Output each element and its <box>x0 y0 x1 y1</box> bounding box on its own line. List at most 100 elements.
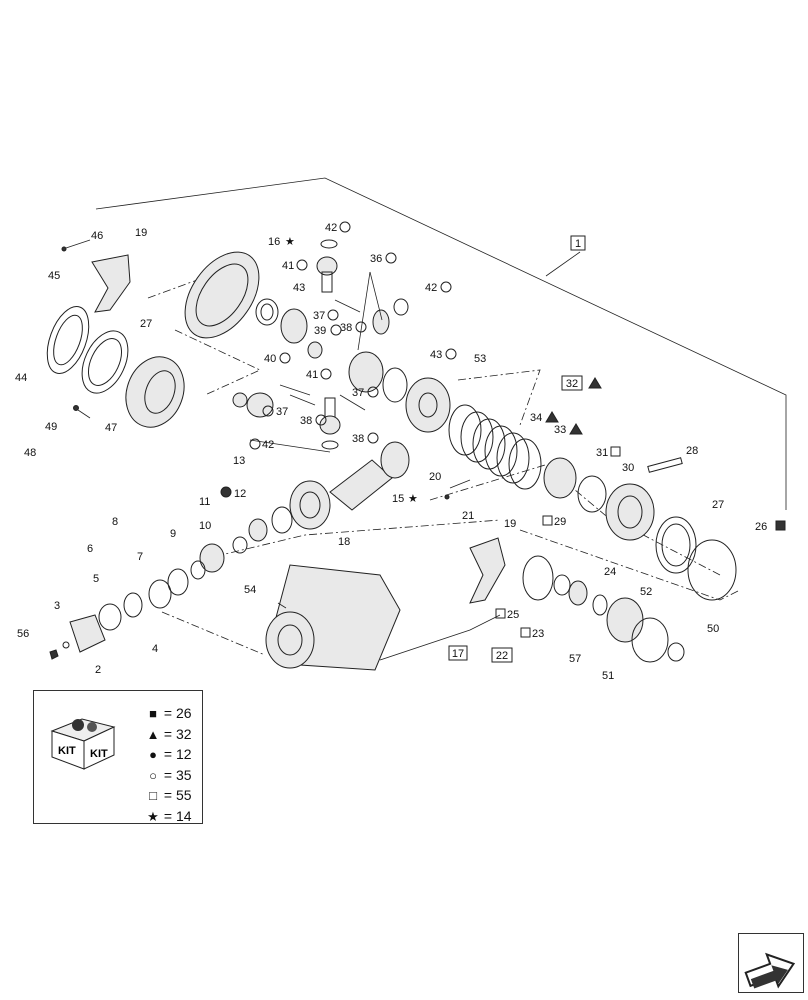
callout-42-a[interactable]: 42 <box>325 221 351 234</box>
callout-37-a[interactable]: 37 <box>313 309 339 322</box>
callout-29[interactable]: 29 <box>542 515 566 528</box>
callout-10[interactable]: 10 <box>199 520 211 532</box>
callout-9[interactable]: 9 <box>170 528 176 540</box>
callout-22[interactable]: 22 <box>491 647 513 663</box>
callout-5[interactable]: 5 <box>93 573 99 585</box>
svg-text:42: 42 <box>262 439 274 451</box>
callout-48[interactable]: 48 <box>24 447 36 459</box>
callouts: 1 2 3 4 5 6 7 8 9 10 11 12 13 15 ★ 16 ★ … <box>15 221 786 682</box>
callout-36[interactable]: 36 <box>370 252 397 265</box>
legend-list: ■ = 26 ▲ = 32 ● = 12 ○ = 35 □ = 55 ★ = 1… <box>146 703 192 826</box>
callout-44[interactable]: 44 <box>15 372 27 384</box>
callout-43-b[interactable]: 43 <box>430 348 457 361</box>
callout-38-c[interactable]: 38 <box>352 432 379 445</box>
svg-text:38: 38 <box>352 433 364 445</box>
callout-12[interactable]: 12 <box>220 486 246 500</box>
callout-11[interactable]: 11 <box>199 496 210 508</box>
callout-20[interactable]: 20 <box>429 471 441 483</box>
legend-item: ★ = 14 <box>146 806 191 827</box>
navigation-arrow-button[interactable] <box>738 933 804 993</box>
callout-45[interactable]: 45 <box>48 270 60 282</box>
callout-42-b[interactable]: 42 <box>425 281 452 294</box>
callout-3[interactable]: 3 <box>54 600 60 612</box>
callout-33[interactable]: 33 <box>554 423 583 436</box>
flange-57 <box>606 597 644 643</box>
callout-38-a[interactable]: 38 <box>340 321 367 334</box>
legend-item: ■ = 26 <box>146 703 191 724</box>
svg-text:43: 43 <box>430 349 442 361</box>
callout-24[interactable]: 24 <box>604 566 616 578</box>
callout-37-b[interactable]: 37 <box>262 405 288 418</box>
svg-text:23: 23 <box>532 628 544 640</box>
bearing-24 <box>568 580 588 606</box>
callout-15[interactable]: 15 <box>392 493 404 505</box>
callout-47[interactable]: 47 <box>105 422 117 434</box>
callout-49[interactable]: 49 <box>45 421 57 433</box>
callout-56[interactable]: 56 <box>17 628 29 640</box>
callout-25[interactable]: 25 <box>495 608 519 621</box>
callout-13[interactable]: 13 <box>233 455 245 467</box>
callout-7[interactable]: 7 <box>137 551 143 563</box>
callout-28[interactable]: 28 <box>686 445 698 457</box>
bearing-cup-44 <box>46 306 90 374</box>
side-gear-center <box>348 351 384 393</box>
hub-53 <box>405 377 451 433</box>
callout-27-left[interactable]: 27 <box>140 318 152 330</box>
callout-23[interactable]: 23 <box>520 627 544 640</box>
spider-40 <box>246 392 274 418</box>
kit-label-1: KIT <box>58 745 76 757</box>
bearing-13 <box>289 480 331 530</box>
svg-text:37: 37 <box>352 387 364 399</box>
pinion-gear-36 <box>372 309 390 335</box>
svg-text:31: 31 <box>596 447 608 459</box>
ring-4 <box>98 603 122 631</box>
callout-53[interactable]: 53 <box>474 353 486 365</box>
callout-37-c[interactable]: 37 <box>352 386 379 399</box>
callout-46[interactable]: 46 <box>91 230 103 242</box>
callout-16[interactable]: 16 <box>268 236 280 248</box>
callout-6[interactable]: 6 <box>87 543 93 555</box>
svg-text:17: 17 <box>452 648 464 660</box>
legend-symbol: ▲ <box>146 726 160 742</box>
callout-8[interactable]: 8 <box>112 516 118 528</box>
callout-39[interactable]: 39 <box>314 324 342 337</box>
callout-32[interactable]: 32 <box>561 375 602 391</box>
callout-42-c[interactable]: 42 <box>249 438 274 451</box>
callout-40[interactable]: 40 <box>264 352 291 365</box>
snap-ring-30 <box>577 475 607 513</box>
kit-label-2: KIT <box>90 748 108 760</box>
callout-19-right[interactable]: 19 <box>504 518 516 530</box>
pin-41-lower <box>324 397 336 419</box>
pinion-gear-41 <box>316 256 338 276</box>
nut-56 <box>49 649 59 660</box>
callout-51[interactable]: 51 <box>602 670 614 682</box>
callout-30[interactable]: 30 <box>622 462 634 474</box>
callout-41-b[interactable]: 41 <box>306 368 332 381</box>
callout-26[interactable]: 26 <box>755 520 786 533</box>
callout-54[interactable]: 54 <box>244 584 256 596</box>
callout-4[interactable]: 4 <box>152 643 158 655</box>
spacer-11 <box>248 518 268 542</box>
callout-21[interactable]: 21 <box>462 510 474 522</box>
callout-16-star: ★ <box>285 236 295 248</box>
callout-17[interactable]: 17 <box>448 645 468 661</box>
side-gear-37 <box>280 308 308 344</box>
arrow-icon <box>744 952 796 989</box>
callout-41-a[interactable]: 41 <box>282 259 308 272</box>
svg-text:26: 26 <box>755 521 767 533</box>
callout-52[interactable]: 52 <box>640 586 652 598</box>
callout-27-right[interactable]: 27 <box>712 499 724 511</box>
callout-2[interactable]: 2 <box>95 664 101 676</box>
callout-19-left[interactable]: 19 <box>135 227 147 239</box>
bearing-cone-27-left <box>81 330 129 394</box>
callout-1[interactable]: 1 <box>570 235 586 251</box>
callout-31[interactable]: 31 <box>596 446 621 459</box>
callout-50[interactable]: 50 <box>707 623 719 635</box>
callout-34[interactable]: 34 <box>530 411 559 424</box>
callout-18[interactable]: 18 <box>338 536 350 548</box>
legend-text: = 35 <box>163 766 192 783</box>
callout-57[interactable]: 57 <box>569 653 581 665</box>
callout-38-b[interactable]: 38 <box>300 414 327 427</box>
legend-item: ○ = 35 <box>146 765 192 786</box>
callout-43-a[interactable]: 43 <box>293 282 305 294</box>
